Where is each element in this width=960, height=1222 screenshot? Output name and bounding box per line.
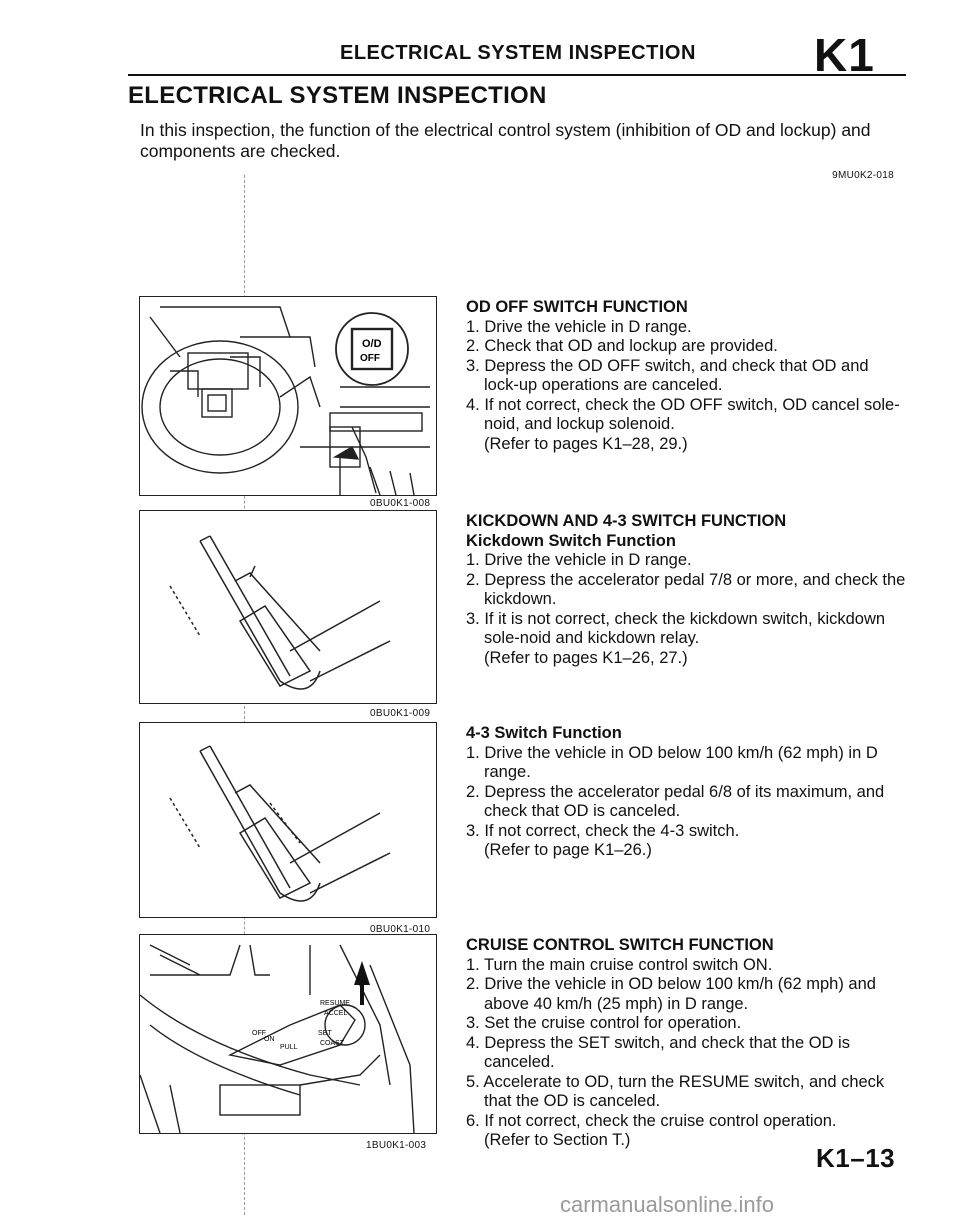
step: 3. Set the cruise control for operation. — [466, 1014, 742, 1032]
cruise-control-lever-illustration: RESUME ACCEL OFF ON PULL SET COAST — [140, 944, 415, 1133]
step: 2. Drive the vehicle in OD below 100 km/… — [466, 975, 876, 1013]
step: 2. Depress the accelerator pedal 6/8 of … — [466, 782, 885, 821]
intro-paragraph: In this inspection, the function of the … — [140, 120, 900, 186]
running-header-code: K1 — [814, 29, 875, 81]
step-reference: (Refer to pages K1–28, 29.) — [484, 434, 688, 453]
figure-kickdown-pedal — [139, 510, 437, 704]
od-off-dashboard-illustration: O/D OFF — [141, 306, 430, 495]
intro-text: In this inspection, the function of the … — [140, 120, 871, 161]
step-reference: (Refer to pages K1–26, 27.) — [484, 648, 688, 667]
section-od-off-switch: OD OFF SWITCH FUNCTION 1. Drive the vehi… — [466, 298, 906, 454]
section-cruise-control: CRUISE CONTROL SWITCH FUNCTION 1. Turn t… — [466, 936, 906, 1151]
step: 1. Turn the main cruise control switch O… — [466, 955, 773, 974]
header-divider — [128, 74, 906, 76]
step: 4. Depress the SET switch, and check tha… — [466, 1033, 850, 1072]
figure-4-3-pedal — [139, 722, 437, 918]
running-header-title: ELECTRICAL SYSTEM INSPECTION — [340, 42, 696, 64]
step: 6. If not correct, check the cruise cont… — [466, 1111, 837, 1130]
kickdown-pedal-illustration — [169, 535, 391, 690]
figure-ref-4: 1BU0K1-003 — [366, 1140, 427, 1151]
set-label: SET — [318, 1030, 332, 1037]
step: 5. Accelerate to OD, turn the RESUME swi… — [466, 1072, 885, 1111]
step: 2. Depress the accelerator pedal 7/8 or … — [466, 570, 906, 609]
step: 1. Drive the vehicle in D range. — [466, 551, 692, 569]
step: 3. If not correct, check the 4-3 switch. — [466, 821, 740, 840]
watermark: carmanualsonline.info — [560, 1192, 775, 1217]
coast-label: COAST — [320, 1040, 345, 1047]
off-label-lever: OFF — [252, 1030, 266, 1037]
accel-label: ACCEL — [324, 1010, 347, 1017]
resume-label: RESUME — [320, 1000, 350, 1007]
intro-ref: 9MU0K2-018 — [832, 170, 894, 181]
section-title: OD OFF SWITCH FUNCTION — [466, 298, 688, 316]
figure-ref-2: 0BU0K1-009 — [370, 708, 431, 719]
step: 1. Drive the vehicle in OD below 100 km/… — [466, 743, 878, 782]
section-subtitle: Kickdown Switch Function — [466, 531, 676, 550]
section-title: CRUISE CONTROL SWITCH FUNCTION — [466, 936, 774, 954]
section-kickdown: KICKDOWN AND 4-3 SWITCH FUNCTION Kickdow… — [466, 512, 906, 668]
section-4-3-switch: 4-3 Switch Function 1. Drive the vehicle… — [466, 724, 906, 861]
page-heading: ELECTRICAL SYSTEM INSPECTION — [128, 82, 547, 109]
step: 3. Depress the OD OFF switch, and check … — [466, 356, 869, 395]
pull-label: PULL — [280, 1044, 298, 1051]
step-reference: (Refer to Section T.) — [484, 1131, 631, 1149]
figure-ref-1: 0BU0K1-008 — [370, 498, 431, 509]
four-three-pedal-illustration — [169, 745, 391, 902]
off-label: OFF — [360, 353, 380, 364]
page-number: K1–13 — [816, 1143, 896, 1173]
figure-od-off-switch: O/D OFF — [139, 296, 437, 496]
step: 1. Drive the vehicle in D range. — [466, 317, 692, 336]
od-label: O/D — [362, 338, 382, 350]
section-title: KICKDOWN AND 4-3 SWITCH FUNCTION — [466, 512, 787, 530]
step-reference: (Refer to page K1–26.) — [484, 841, 652, 859]
step: 4. If not correct, check the OD OFF swit… — [466, 395, 900, 434]
figure-cruise-control-switch: RESUME ACCEL OFF ON PULL SET COAST — [139, 934, 437, 1134]
section-title: 4-3 Switch Function — [466, 724, 622, 742]
figure-ref-3: 0BU0K1-010 — [370, 924, 431, 935]
step: 2. Check that OD and lockup are provided… — [466, 337, 778, 355]
step: 3. If it is not correct, check the kickd… — [466, 609, 886, 648]
on-label-lever: ON — [264, 1036, 275, 1043]
